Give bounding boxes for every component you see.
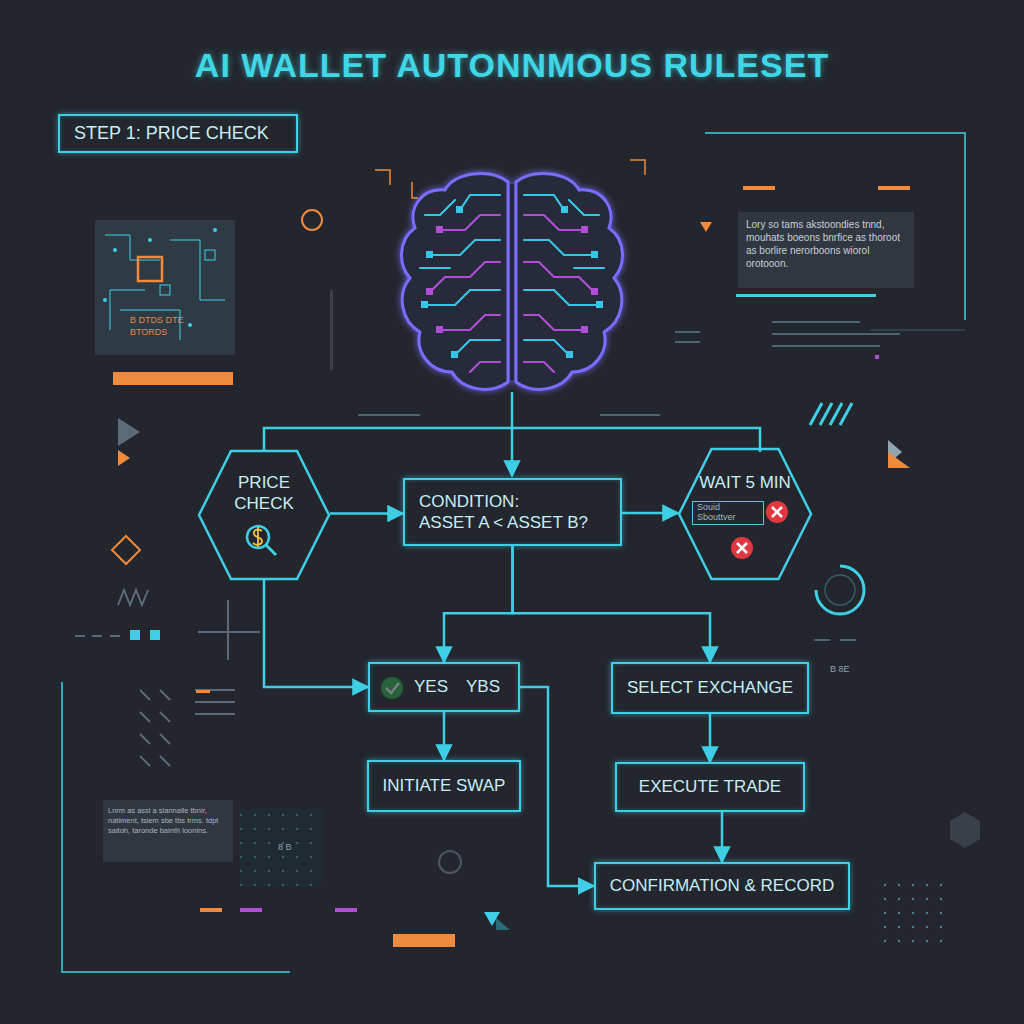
flow-arrow bbox=[520, 687, 594, 886]
node-subtext: Souid Sbouttver bbox=[692, 501, 764, 525]
process-box: EXECUTE TRADE bbox=[615, 762, 805, 812]
small-code: 8 B bbox=[278, 842, 318, 854]
flow-arrow bbox=[721, 812, 724, 862]
panel-note: Lnrm as assi a siannalle tbnir, natiment… bbox=[108, 806, 230, 835]
panel-note: Lory so tams akstoondies tnnd, mouhats b… bbox=[746, 218, 908, 270]
flow-arrow bbox=[264, 580, 368, 687]
hexagon-outline bbox=[198, 450, 330, 580]
small-code: B 8E bbox=[830, 664, 890, 676]
process-hexagon: PRICE CHECK bbox=[198, 450, 330, 580]
node-text: INITIATE SWAP bbox=[383, 775, 506, 796]
flow-arrow bbox=[513, 546, 711, 662]
node-text: SELECT EXCHANGE bbox=[627, 677, 793, 698]
node-text: CONFIRMATION & RECORD bbox=[610, 875, 834, 896]
node-text: CONDITION: bbox=[419, 491, 519, 512]
node-subtext: YBS bbox=[466, 676, 500, 697]
node-subtext: ASSET A < ASSET B? bbox=[419, 512, 588, 533]
node-text: EXECUTE TRADE bbox=[639, 776, 781, 797]
node-text: PRICE CHECK bbox=[224, 472, 304, 515]
node-text: STEP 1: PRICE CHECK bbox=[74, 122, 269, 145]
process-box: SELECT EXCHANGE bbox=[611, 662, 809, 714]
step-box: STEP 1: PRICE CHECK bbox=[58, 114, 298, 153]
node-text: WAIT 5 MIN bbox=[690, 472, 800, 493]
yes-box: YES YBS bbox=[368, 662, 520, 712]
node-text: YES bbox=[414, 676, 448, 697]
process-box: CONFIRMATION & RECORD bbox=[594, 862, 850, 910]
hexagon-shape bbox=[199, 451, 329, 579]
diagram-title: AI WALLET AUTONNMOUS RULESET bbox=[0, 46, 1024, 85]
flow-arrow bbox=[709, 714, 712, 762]
hexagon-shape bbox=[679, 449, 811, 579]
flow-arrow bbox=[444, 546, 513, 662]
flow-arrow bbox=[330, 512, 403, 515]
decision-box: CONDITION:ASSET A < ASSET B? bbox=[403, 478, 622, 546]
flow-arrow bbox=[443, 712, 446, 760]
flow-arrow bbox=[622, 512, 678, 515]
panel-code: B DTDS DTE BTORDS bbox=[130, 315, 220, 338]
process-box: INITIATE SWAP bbox=[367, 760, 522, 812]
wait-hexagon: WAIT 5 MIN Souid Sbouttver bbox=[678, 448, 812, 580]
